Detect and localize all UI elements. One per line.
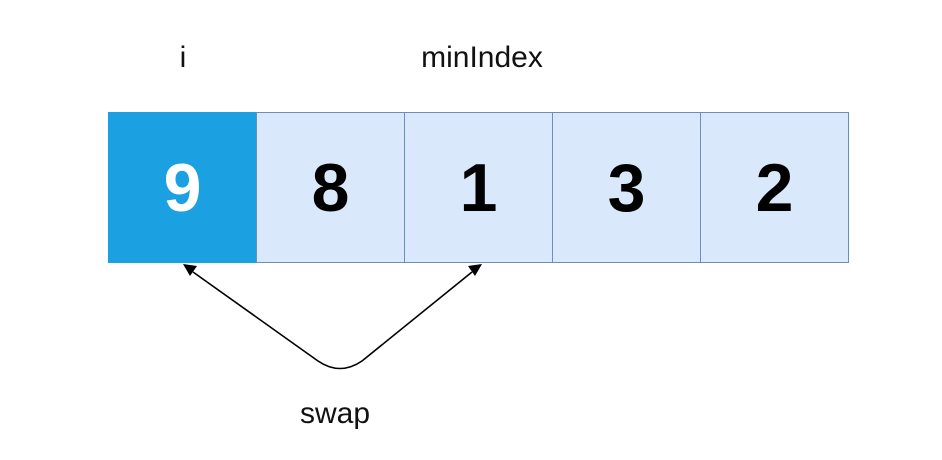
- pointer-label-min-index: minIndex: [421, 41, 543, 74]
- array-cell-3: 3: [552, 112, 701, 263]
- array: 9 8 1 3 2: [108, 112, 849, 263]
- array-cell-1: 8: [256, 112, 405, 263]
- pointer-label-i: i: [179, 41, 187, 74]
- array-cell-4: 2: [700, 112, 849, 263]
- array-cell-2: 1: [404, 112, 553, 263]
- swap-label: swap: [299, 397, 371, 430]
- arrow-head-left: [183, 264, 197, 276]
- arrow-head-right: [468, 264, 482, 276]
- array-cell-0: 9: [108, 112, 257, 263]
- swap-arrow-connector: [192, 271, 473, 370]
